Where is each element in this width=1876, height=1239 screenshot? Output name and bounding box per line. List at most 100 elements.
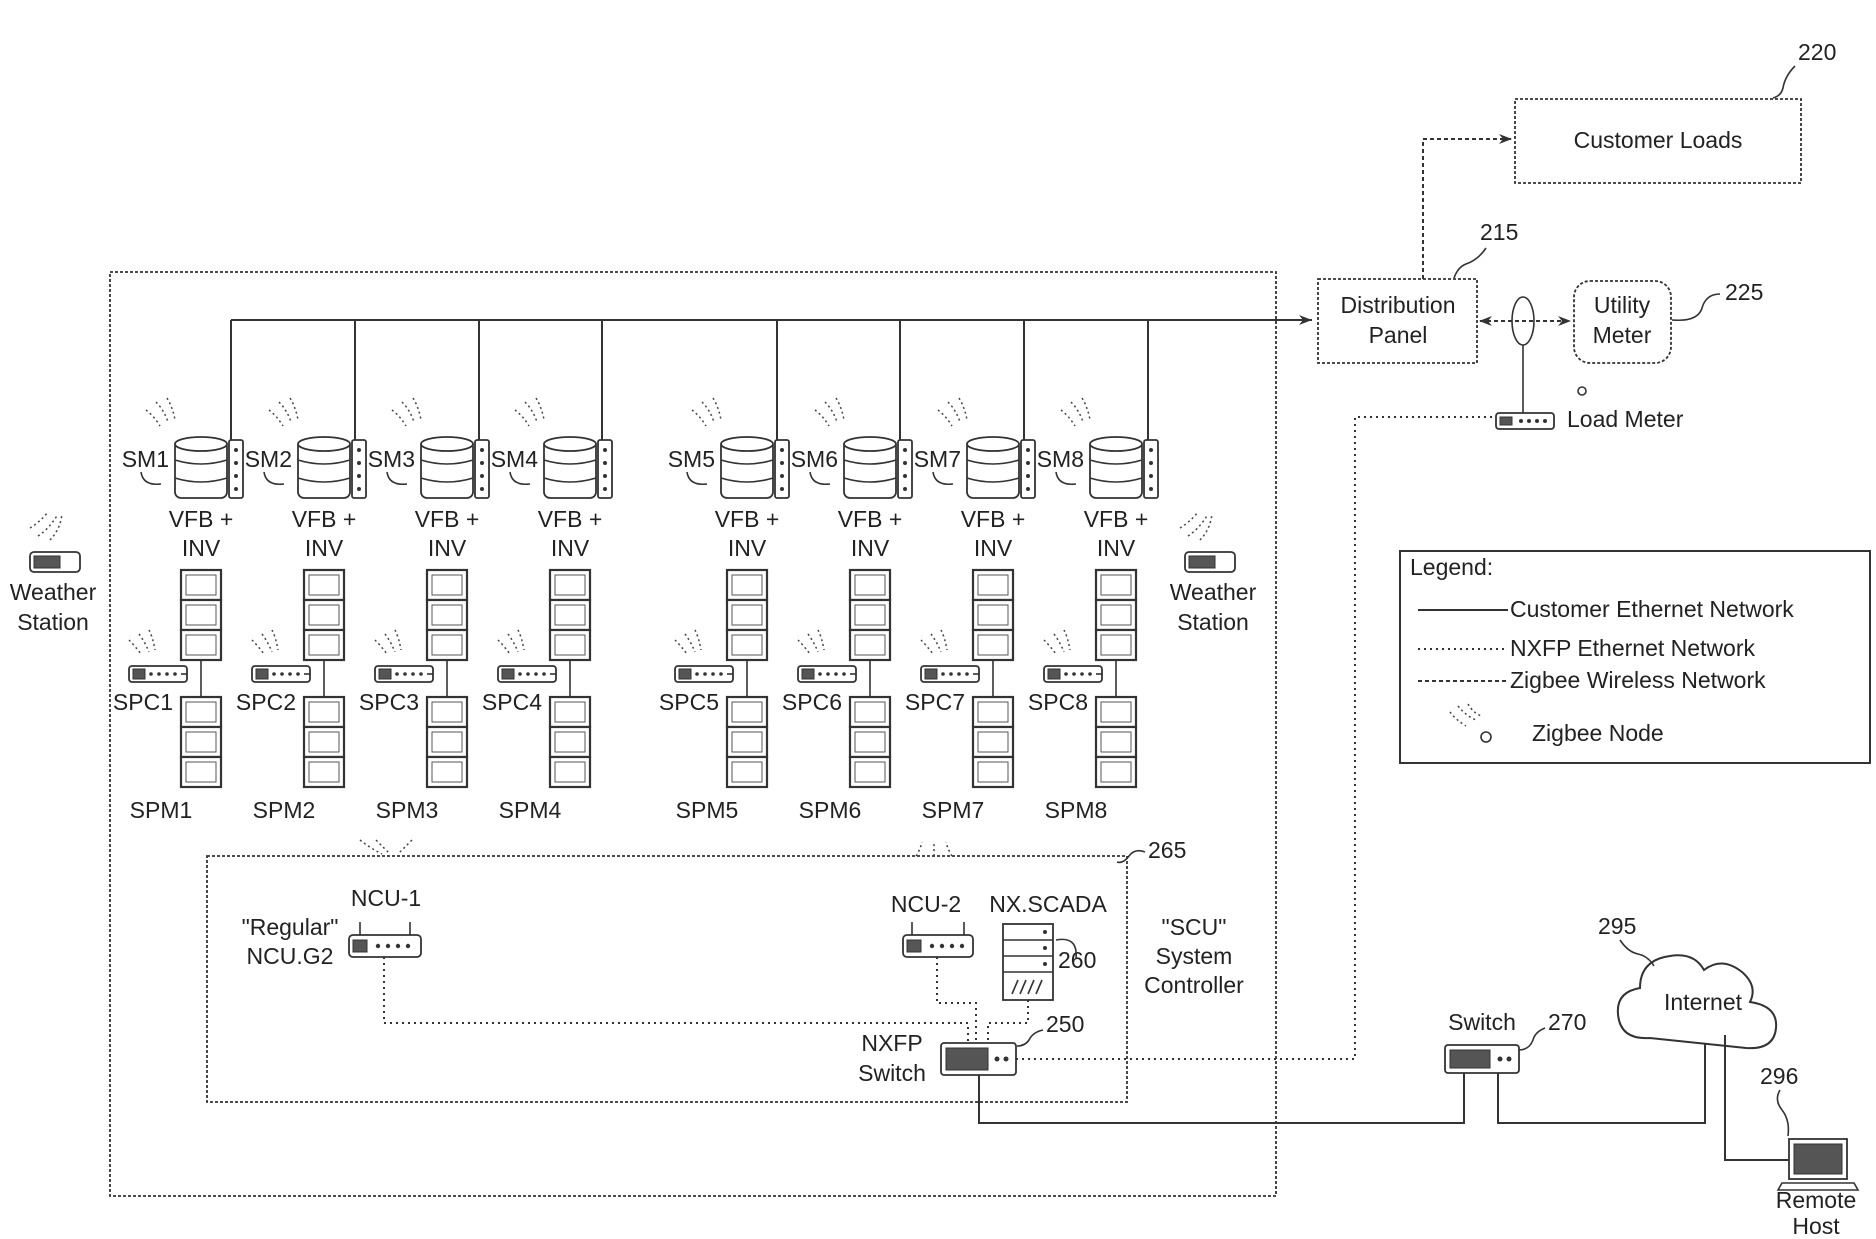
inv2-label: INV bbox=[305, 535, 344, 561]
spc8-device bbox=[1044, 666, 1102, 682]
spc1-label: SPC1 bbox=[113, 689, 173, 715]
ncu2-wireless-icon bbox=[916, 842, 952, 856]
spm1-label: SPM1 bbox=[130, 797, 193, 823]
nxfp-switch-line1: NXFP bbox=[861, 1030, 922, 1056]
inv5-label: INV bbox=[728, 535, 767, 561]
legend-box: Legend: Customer Ethernet Network NXFP E… bbox=[1400, 551, 1870, 763]
remote-host-line2: Host bbox=[1792, 1213, 1840, 1239]
ref-260: 260 bbox=[1058, 947, 1096, 973]
sm2-label: SM2 bbox=[245, 446, 292, 472]
spm4-label: SPM4 bbox=[499, 797, 562, 823]
leader-220 bbox=[1773, 66, 1795, 98]
leader-250 bbox=[1017, 1030, 1043, 1046]
spc6-label: SPC6 bbox=[782, 689, 842, 715]
nxfp-switch-line2: Switch bbox=[858, 1060, 926, 1086]
ncu1-device bbox=[349, 922, 421, 957]
switch-device bbox=[1445, 1045, 1519, 1073]
spm2-label: SPM2 bbox=[253, 797, 316, 823]
sm7-zigbee-icon bbox=[938, 398, 967, 426]
spm5-label: SPM5 bbox=[676, 797, 739, 823]
leader-225 bbox=[1672, 294, 1720, 320]
spc8-zigbee-icon bbox=[1044, 630, 1070, 654]
vfb2-label: VFB + bbox=[292, 506, 357, 532]
weather-station-left-icon bbox=[30, 512, 80, 572]
spc4-zigbee-icon bbox=[498, 630, 524, 654]
weather-station-right-line2: Station bbox=[1177, 609, 1249, 635]
scada-to-nxfp-link bbox=[988, 1000, 1028, 1043]
inv7-label: INV bbox=[974, 535, 1013, 561]
ref-215: 215 bbox=[1480, 219, 1518, 245]
inv3-label: INV bbox=[428, 535, 467, 561]
spc7-zigbee-icon bbox=[921, 630, 947, 654]
storage-module-5-icon bbox=[721, 437, 789, 498]
spc2-label: SPC2 bbox=[236, 689, 296, 715]
customer-loads-box: Customer Loads bbox=[1515, 99, 1801, 183]
leader-296 bbox=[1777, 1090, 1788, 1136]
ncu1-label: NCU-1 bbox=[351, 885, 421, 911]
weather-station-left-line2: Station bbox=[17, 609, 89, 635]
spc4-label: SPC4 bbox=[482, 689, 542, 715]
ncu2-to-nxfp-link bbox=[937, 957, 976, 1043]
svg-text:Meter: Meter bbox=[1593, 322, 1652, 348]
spc8-label: SPC8 bbox=[1028, 689, 1088, 715]
ncu1-line1: "Regular" bbox=[242, 914, 339, 940]
ref-250: 250 bbox=[1046, 1011, 1084, 1037]
unit-1: SM1VFB +INVSPC1SPM1 bbox=[113, 398, 243, 823]
ref-270: 270 bbox=[1548, 1009, 1586, 1035]
scu-line3: Controller bbox=[1144, 972, 1244, 998]
spc2-device bbox=[252, 666, 310, 682]
vfb1-label: VFB + bbox=[169, 506, 234, 532]
sm4-leader bbox=[510, 472, 530, 484]
unit-5: SM5VFB +INVSPC5SPM5 bbox=[659, 398, 789, 823]
storage-module-7-icon bbox=[967, 437, 1035, 498]
spc5-device bbox=[675, 666, 733, 682]
ref-225: 225 bbox=[1725, 279, 1763, 305]
unit-6: SM6VFB +INVSPC6SPM6 bbox=[782, 398, 912, 823]
leader-215 bbox=[1454, 248, 1486, 278]
sm6-leader bbox=[810, 472, 830, 484]
inv1-label: INV bbox=[182, 535, 221, 561]
storage-module-8-icon bbox=[1090, 437, 1158, 498]
sm4-label: SM4 bbox=[491, 446, 539, 472]
spc4-device bbox=[498, 666, 556, 682]
storage-units: SM1VFB +INVSPC1SPM1SM2VFB +INVSPC2SPM2SM… bbox=[113, 398, 1158, 823]
sm2-leader bbox=[264, 472, 284, 484]
spc6-zigbee-icon bbox=[798, 630, 824, 654]
legend-item-3: Zigbee Wireless Network bbox=[1510, 667, 1766, 693]
sm6-label: SM6 bbox=[791, 446, 838, 472]
sm3-leader bbox=[387, 472, 407, 484]
scu-line2: System bbox=[1156, 943, 1233, 969]
ncu1-line2: NCU.G2 bbox=[247, 943, 334, 969]
sm5-label: SM5 bbox=[668, 446, 715, 472]
sm8-leader bbox=[1056, 472, 1076, 484]
internet-label: Internet bbox=[1664, 989, 1743, 1015]
ncu2-label: NCU-2 bbox=[891, 891, 961, 917]
legend-title: Legend: bbox=[1410, 554, 1493, 580]
svg-text:Customer Loads: Customer Loads bbox=[1574, 127, 1743, 153]
sm1-zigbee-icon bbox=[146, 398, 175, 426]
nxfp-switch-device bbox=[941, 1043, 1016, 1075]
sm2-zigbee-icon bbox=[269, 398, 298, 426]
vfb4-label: VFB + bbox=[538, 506, 603, 532]
bus-drops bbox=[231, 320, 1148, 440]
unit-4: SM4VFB + INV SPC4SPM4 bbox=[482, 398, 612, 823]
unit-8: SM8VFB +INVSPC8SPM8 bbox=[1028, 398, 1158, 823]
load-meter-label: Load Meter bbox=[1567, 406, 1684, 432]
weather-station-right-icon bbox=[1180, 512, 1235, 572]
spm7-label: SPM7 bbox=[922, 797, 985, 823]
utility-meter-box: Utility Meter bbox=[1574, 281, 1671, 363]
spc3-label: SPC3 bbox=[359, 689, 419, 715]
spc7-label: SPC7 bbox=[905, 689, 965, 715]
legend-item-1: Customer Ethernet Network bbox=[1510, 596, 1794, 622]
svg-text:Panel: Panel bbox=[1369, 322, 1428, 348]
spc6-device bbox=[798, 666, 856, 682]
svg-text:Utility: Utility bbox=[1594, 292, 1651, 318]
internet-to-remote-host-link bbox=[1725, 1035, 1790, 1160]
inv4-label: INV bbox=[551, 535, 590, 561]
sm5-zigbee-icon bbox=[692, 398, 721, 426]
ref-295: 295 bbox=[1598, 913, 1636, 939]
storage-module-6-icon bbox=[844, 437, 912, 498]
vfb5-label: VFB + bbox=[715, 506, 780, 532]
scu-line1: "SCU" bbox=[1162, 914, 1227, 940]
